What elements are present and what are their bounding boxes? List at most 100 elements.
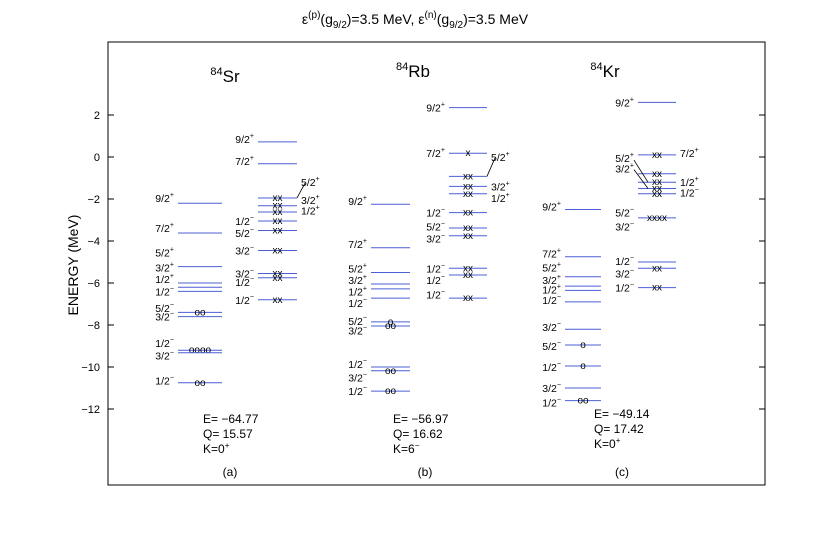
parity: + [170,261,174,268]
connector-line [296,183,306,199]
parity: + [506,180,510,187]
level-label: 3/2+ [491,180,510,193]
parity: + [363,274,367,281]
level-label: 1/2− [426,207,445,220]
occupation-mark: xx [273,245,283,256]
title-part: )=3.5 MeV [463,11,529,27]
parity: − [250,294,254,301]
parity: + [557,274,561,281]
spin: 1/2 [235,277,250,289]
level-label: 3/2− [426,232,445,245]
parity: + [506,151,510,158]
spin: 5/2 [491,152,506,164]
occupation-mark: xx [463,270,473,281]
parity: + [441,102,445,109]
level-label: 5/2+ [301,176,320,189]
level-label: 3/2− [615,220,634,233]
spin: 1/2 [542,362,557,374]
panel-tag: (a) [223,465,238,479]
occupation-mark: xx [463,231,473,242]
level-label: 7/2+ [348,238,367,251]
level-label: 5/2+ [491,151,510,164]
spin: 1/2 [426,263,441,275]
occupation-mark: xxxx [647,213,667,224]
occupation-mark: oo [194,307,206,318]
level-label: 5/2− [542,340,561,353]
parity: + [363,285,367,292]
spin: 9/2 [426,103,441,115]
level-label: 1/2− [542,397,561,410]
level-label: 3/2+ [542,274,561,287]
parity: − [170,349,174,356]
parity: − [170,285,174,292]
occupation-mark: oo [577,396,589,407]
level-label: 1/2− [235,215,254,228]
element-symbol: Kr [603,62,620,81]
parity: + [695,147,699,154]
parity: − [557,397,561,404]
parity: + [557,248,561,255]
title-part: ε [418,11,424,27]
spin: 9/2 [235,134,250,146]
level-label: 3/2− [348,324,367,337]
chart-title: ε(p)(g9/2)=3.5 MeV, ε(n)(g9/2)=3.5 MeV [302,10,529,31]
parity: − [441,289,445,296]
occupation-mark: xx [463,171,473,182]
parity: + [630,163,634,170]
plot-frame [107,41,766,486]
level-label: 3/2+ [155,261,174,274]
spin: 1/2 [348,298,363,310]
level-label: 9/2+ [348,195,367,208]
occupation-mark: oo [385,386,397,397]
level-label: 7/2+ [542,248,561,261]
parity: + [316,176,320,183]
occupation-mark: xx [273,226,283,237]
level-label: 3/2+ [348,274,367,287]
parity: + [250,155,254,162]
level-label: 9/2+ [155,192,174,205]
spin: 1/2 [542,295,557,307]
parity: + [557,200,561,207]
occupation-mark: xx [463,223,473,234]
level-label: 1/2− [615,282,634,295]
spin: 5/2 [348,263,363,275]
level-label: 7/2+ [680,147,699,160]
spin: 5/2 [542,341,557,353]
y-axis-label: ENERGY (MeV) [65,215,81,316]
title-part: 9/2 [449,20,463,31]
occupation-mark: xx [273,207,283,218]
level-label: 1/2− [615,255,634,268]
parity: − [441,220,445,227]
level-label: 1/2− [235,294,254,307]
spin: 1/2 [301,206,316,218]
level-label: 3/2− [155,311,174,324]
spin: 7/2 [155,223,170,235]
parity: − [170,302,174,309]
panels: 84Srooooooooxxxxxxxxxxxxxxxxxx9/2+7/2+5/… [155,61,698,479]
element-symbol: Rb [408,62,430,81]
parity: + [363,195,367,202]
spin: 1/2 [348,386,363,398]
parity: − [363,315,367,322]
level-label: 1/2− [426,289,445,302]
element-symbol: Sr [223,67,240,86]
occupation-mark: oo [385,321,397,332]
occupation-mark: xx [463,208,473,219]
spin: 5/2 [155,248,170,260]
parity: − [441,274,445,281]
y-tick-label: −6 [87,278,100,290]
level-label: 1/2− [348,297,367,310]
panel-tag: (c) [615,465,629,479]
level-label: 3/2− [542,382,561,395]
spin: 1/2 [426,275,441,287]
level-label: 1/2+ [155,273,174,286]
level-label: 1/2+ [491,192,510,205]
level-label: 1/2− [155,375,174,388]
occupation-mark: xx [463,293,473,304]
spin: 7/2 [426,148,441,160]
parity: − [363,385,367,392]
k-value: K=6− [393,441,420,456]
spin: 5/2 [301,177,316,189]
occupation-mark: xx [652,184,662,195]
